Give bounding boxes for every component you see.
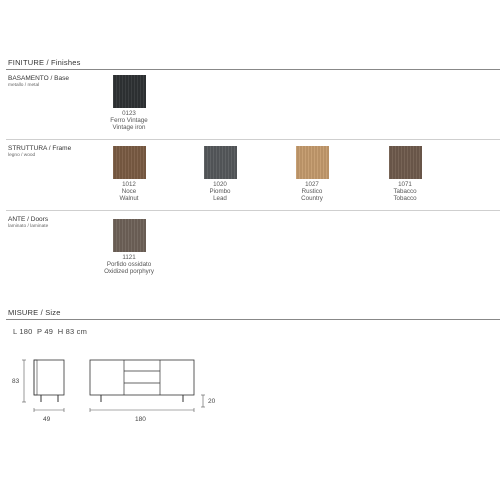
height-dimension-label: 83: [12, 378, 20, 385]
width-dimension-label: 180: [135, 416, 146, 423]
swatch-1027[interactable]: 1027 Rustico Country: [277, 146, 347, 202]
group-doors-label: ANTE / Doors: [8, 216, 49, 223]
group-doors-sub: laminato / laminate: [8, 224, 49, 229]
swatch-1071-code: 1071: [398, 181, 412, 188]
swatch-1020-code: 1020: [213, 181, 227, 188]
group-base: BASAMENTO / Base metallo / metal: [8, 75, 69, 89]
finishes-title: FINITURE / Finishes: [8, 58, 81, 67]
group-doors: ANTE / Doors laminato / laminate: [8, 216, 48, 230]
swatch-1071[interactable]: 1071 Tabacco Tobacco: [370, 146, 440, 202]
group-frame: STRUTTURA / Frame legno / wood: [8, 145, 71, 159]
swatch-1121-sample: [112, 219, 146, 252]
swatch-1012[interactable]: 1012 Noce Walnut: [94, 146, 164, 202]
swatch-0123[interactable]: 0123 Ferro Vintage Vintage iron: [94, 75, 164, 131]
overall-measurements: L 180 P 49 H 83 cm: [13, 327, 88, 336]
swatch-1020-name-it: Piombo: [209, 188, 231, 195]
swatch-1012-sample: [112, 146, 146, 179]
leg-dimension-label: 20: [208, 398, 216, 405]
group-divider-1: [6, 139, 500, 140]
swatch-1121-name-en: Oxidized porphyry: [104, 268, 154, 275]
swatch-1027-sample: [295, 146, 329, 179]
swatch-1121-code: 1121: [122, 254, 136, 261]
front-view-body: [89, 359, 195, 396]
side-view-body: [33, 359, 65, 396]
swatch-1012-code: 1012: [122, 181, 136, 188]
group-frame-label: STRUTTURA / Frame: [8, 145, 72, 152]
swatch-0123-sample: [112, 75, 146, 108]
depth-dimension-label: 49: [43, 416, 51, 423]
side-view-door-edge: [33, 359, 38, 396]
swatch-1027-name-en: Country: [301, 195, 323, 202]
sizes-divider: [6, 319, 500, 320]
swatch-1020-sample: [203, 146, 237, 179]
sizes-title: MISURE / Size: [8, 308, 61, 317]
group-base-label: BASAMENTO / Base: [8, 75, 69, 82]
swatch-0123-code: 0123: [122, 110, 136, 117]
swatch-1027-name-it: Rustico: [301, 188, 323, 195]
finishes-divider: [6, 69, 500, 70]
swatch-1020-name-en: Lead: [213, 195, 227, 202]
group-frame-sub: legno / wood: [8, 153, 36, 158]
sideboard-drawing: [22, 359, 205, 412]
swatch-1012-name-it: Noce: [121, 188, 137, 195]
swatch-0123-name-en: Vintage iron: [112, 124, 146, 131]
swatch-1071-name-en: Tobacco: [393, 195, 417, 202]
swatch-1071-sample: [388, 146, 422, 179]
swatch-1012-name-en: Walnut: [119, 195, 139, 202]
swatch-1121-name-it: Porfido ossidato: [106, 261, 152, 268]
swatch-1020[interactable]: 1020 Piombo Lead: [185, 146, 255, 202]
group-divider-2: [6, 210, 500, 211]
swatch-1027-code: 1027: [305, 181, 319, 188]
swatch-0123-name-it: Ferro Vintage: [110, 117, 148, 124]
swatch-1071-name-it: Tabacco: [393, 188, 417, 195]
group-base-sub: metallo / metal: [8, 83, 40, 88]
swatch-1121[interactable]: 1121 Porfido ossidato Oxidized porphyry: [94, 219, 164, 275]
